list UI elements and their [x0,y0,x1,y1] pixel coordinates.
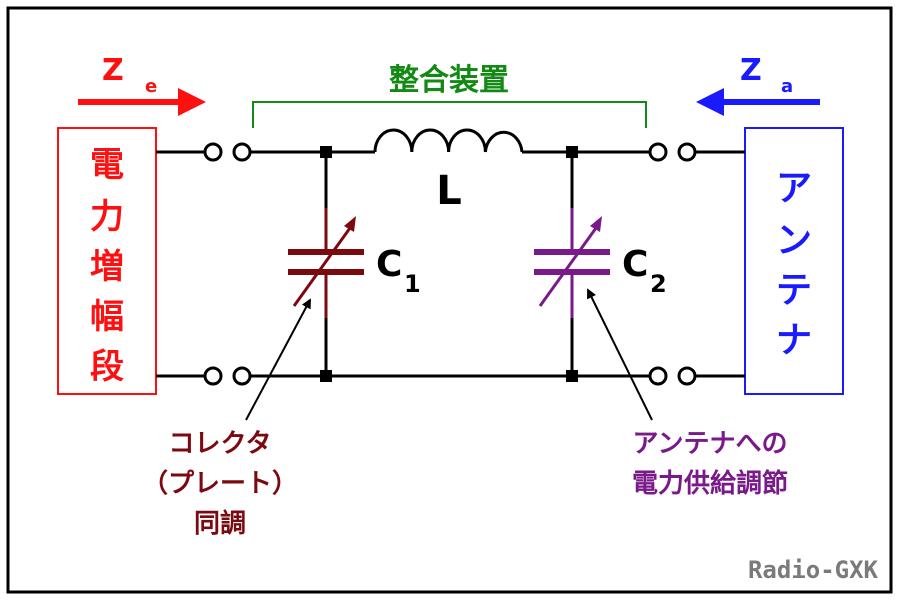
capacitor-c2 [534,208,610,318]
terminals [203,142,697,386]
c1-pointer-arrow [245,298,311,421]
terminal-left-top-2 [232,142,252,162]
amp-char-2: 力 [90,197,124,237]
c2-note-line-1: アンテナへの [633,429,788,459]
capacitor-c1 [288,208,364,318]
c2-note-line-2: 電力供給調節 [632,468,788,499]
c1-note-line-1: コレクタ [169,429,272,459]
junctions [320,146,578,382]
c1-note-line-2: （プレート） [142,469,298,499]
za-label: Z [740,53,762,88]
credit-text: Radio-GXK [748,556,879,584]
ze-arrow [78,88,206,116]
terminal-right-top-2 [677,142,697,162]
terminal-left-bottom-2 [232,366,252,386]
inductor-label: L [436,168,462,214]
power-amplifier-block [57,127,157,395]
amp-char-3: 増 [90,247,124,287]
ze-label: Z [102,53,124,88]
amp-char-5: 段 [90,347,124,387]
terminal-left-bottom-1 [203,366,223,386]
antenna-char-2: ン [776,220,812,261]
terminal-right-bottom-2 [677,366,697,386]
terminal-right-top-1 [648,142,668,162]
antenna-char-4: ナ [776,320,812,361]
terminal-left-top-1 [203,142,223,162]
ze-subscript: e [145,76,157,97]
antenna-block [744,127,844,395]
inductor-coil [373,128,524,153]
za-subscript: a [781,76,793,97]
title-bracket [252,101,647,128]
c2-subscript: 2 [650,270,667,298]
terminal-right-bottom-1 [648,366,668,386]
wiring [156,150,745,378]
c1-label: C [376,244,402,285]
za-arrow [696,88,820,116]
diagram-title: 整合装置 [389,63,509,98]
c2-pointer-arrow [587,288,653,421]
antenna-char-1: ア [776,168,812,209]
antenna-char-3: テ [776,270,812,311]
amp-char-4: 幅 [90,297,124,337]
amp-char-1: 電 [90,145,124,185]
c1-note-line-3: 同調 [194,508,246,539]
c2-label: C [622,244,648,285]
c1-subscript: 1 [404,270,421,298]
